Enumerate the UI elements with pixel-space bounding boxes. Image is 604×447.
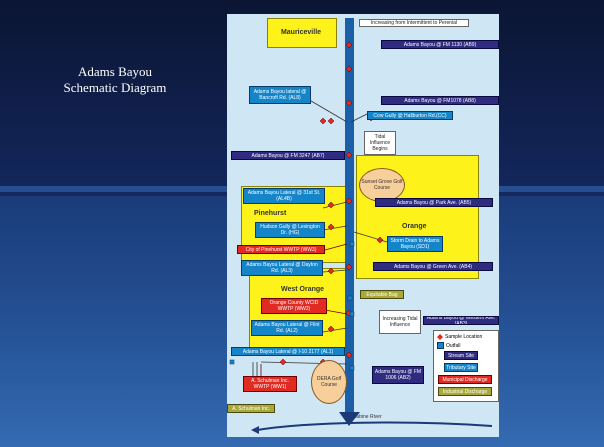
discharge-equitable-bag: Equitable Bag	[360, 290, 404, 299]
golf-dera: DERA Golf Course	[311, 360, 347, 404]
legend-stream: Stream Site	[444, 351, 478, 360]
city-pinehurst-label: Pinehurst	[254, 210, 287, 217]
discharge-ocwcid-wwtp: Orange County WCID WWTP (WW2)	[261, 298, 327, 314]
city-mauriceville-label: Mauriceville	[280, 28, 322, 36]
note-tidal-begins: Tidal Influence Begins	[364, 131, 396, 155]
sample-diamond-icon	[437, 334, 443, 340]
site-hg: Hudson Gully @ Lexington Dr. (HG)	[255, 222, 325, 238]
site-al2: Adams Bayou Lateral @ Flint Rd. (AL2)	[251, 320, 323, 336]
slide-title: Adams Bayou Schematic Diagram	[40, 64, 190, 96]
site-ab5: Adams Bayou @ Park Ave. (AB5)	[375, 198, 493, 207]
sabine-river-line	[256, 421, 493, 431]
note-increasing-tidal: Increasing Tidal Influence	[379, 310, 421, 334]
legend-sample-label: Sample Location	[445, 334, 483, 340]
legend-outfall: Outfall	[437, 342, 497, 349]
legend-sample: Sample Location	[437, 334, 497, 340]
adams-bayou-channel	[345, 18, 354, 414]
legend-tributary: Tributary Site	[444, 363, 478, 372]
discharge-pinehurst-wwtp: City of Pinehurst WWTP (WW3)	[237, 245, 325, 254]
city-west-orange-label: West Orange	[281, 286, 325, 293]
site-ab8: Adams Bayou @ FM1078 (AB8)	[381, 96, 499, 105]
discharge-schulman-industrial: A. Schulman Inc.	[227, 404, 275, 413]
outfall-square-icon	[437, 342, 444, 349]
site-al4b: Adams Bayou Lateral @ 31st St. (AL4B)	[243, 188, 325, 204]
site-cc: Cow Gully @ Hallburton Rd.(CC)	[367, 111, 453, 120]
legend-municipal: Municipal Discharge	[438, 375, 492, 384]
site-ab9: Adams Bayou @ FM 1130 (AB9)	[381, 40, 499, 49]
schematic-panel: Mauriceville Pinehurst Orange West Orang…	[227, 14, 499, 437]
site-sd1: Storm Drain to Adams Bayou (SD1)	[387, 236, 443, 252]
site-ab4: Adams Bayou @ Green Ave. (AB4)	[373, 262, 493, 271]
legend: Sample Location Outfall Stream Site Trib…	[433, 330, 499, 402]
site-al8: Adams Bayou lateral @ Bancroft Rd. (AL8)	[249, 86, 311, 104]
note-intermittent: Increasing from Intermittent to Perenial	[359, 19, 469, 27]
discharge-schulman-wwtp: A. Schulman Inc. WWTP (WW1)	[243, 376, 297, 392]
golf-sunset-grove: Sunset Grove Golf Course	[359, 168, 405, 202]
site-al1: Adams Bayou Lateral @ I-10 2177 (AL1)	[231, 347, 345, 356]
city-orange-label: Orange	[402, 223, 427, 230]
bayou-outlet-arrow	[339, 412, 360, 426]
slide-title-line2: Schematic Diagram	[63, 80, 167, 95]
legend-outfall-label: Outfall	[446, 342, 461, 349]
site-ab7: Adams Bayou @ FM 3247 (AB7)	[231, 151, 345, 160]
outfall-markers	[229, 241, 355, 371]
sabine-river-label: Sabine River	[353, 414, 382, 420]
slide-title-line1: Adams Bayou	[77, 64, 153, 79]
sabine-river-arrow	[251, 426, 259, 434]
legend-industrial: Industrial Discharge	[438, 387, 492, 396]
city-mauriceville-box	[267, 18, 337, 48]
site-ab3: Adams Bayou @ Western Ave. (AB3)	[423, 316, 499, 325]
site-al3: Adams Bayou Lateral @ Dayton Rd. (AL3)	[241, 260, 323, 276]
discharge-lines	[260, 243, 348, 378]
site-ab2: Adams Bayou @ FM 1006 (AB2)	[372, 366, 424, 384]
